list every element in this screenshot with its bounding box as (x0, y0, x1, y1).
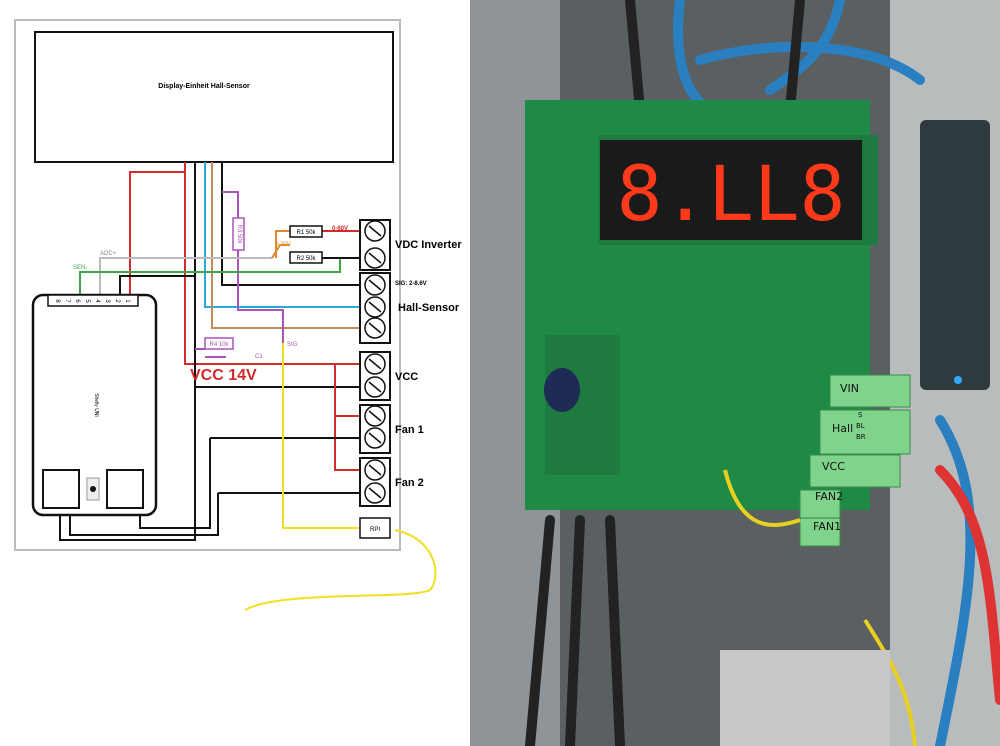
terminal-connector (809, 454, 901, 488)
screw-slot (368, 252, 382, 264)
hall-pin-bl: BL (856, 422, 865, 430)
resistor-r1: R1 50k (289, 225, 323, 238)
screw-slot (368, 301, 382, 313)
screw-slot (368, 358, 382, 370)
shelly-pin-label: 2 (114, 299, 120, 303)
resistor-r4: R4 10k (204, 337, 234, 350)
screw-slot (368, 225, 382, 237)
voltage-0-60-label: 0-60V (332, 226, 348, 232)
fan1-label: Fan 1 (395, 424, 424, 436)
shelly-pin-label: 1 (124, 299, 130, 303)
vcc-14v-label: VCC 14V (190, 367, 257, 384)
display-unit-box (34, 31, 394, 163)
screw-slot (368, 464, 382, 476)
shelly-pin-label: 6 (74, 299, 80, 303)
sig-label: SIG: (287, 342, 299, 348)
screw-slot (368, 322, 382, 334)
resistor-r2: R2 50k (289, 251, 323, 264)
svg-text:R4 10k: R4 10k (209, 342, 229, 348)
connector-label-fan2: FAN2 (815, 490, 843, 503)
screw-slot (368, 381, 382, 393)
svg-text:R1 50k: R1 50k (296, 230, 316, 236)
vcc-label: VCC (395, 371, 418, 383)
shelly-pin-header (47, 294, 139, 307)
resistor-r3: R3 50k (232, 217, 245, 251)
shelly-uni-label: Shelly UNI (93, 393, 99, 417)
connector-label-vin: VIN (840, 382, 859, 395)
sen-minus-label: SEN- (73, 265, 87, 271)
hall-sensor-label: Hall-Sensor (398, 302, 460, 314)
display-readout: 8.LL8 (617, 149, 846, 238)
terminal-connector (799, 517, 841, 547)
sig-range-label: SIG: 2-8.6V (395, 281, 427, 287)
screw-slot (368, 487, 382, 499)
vdc-inverter-label: VDC Inverter (395, 239, 462, 251)
terminal-connector (829, 374, 911, 408)
rpi-terminal (359, 517, 391, 539)
connector-label-vcc: VCC (822, 460, 845, 473)
capacitor-c1-label: C1 (255, 354, 263, 360)
screw-slot (368, 410, 382, 422)
shelly-pin-label: 8 (54, 299, 60, 303)
fan2-label: Fan 2 (395, 477, 424, 489)
voltage-0-30-label: 0-30V (275, 242, 291, 248)
connector-label-hall: Hall (832, 422, 853, 435)
svg-text:R3 50k: R3 50k (236, 224, 242, 244)
svg-text:R2 50k: R2 50k (296, 256, 316, 262)
shelly-pin-label: 5 (84, 299, 90, 303)
board-photo: 8.LL8 VIN Hall VCC FAN2 FAN1 S BL BR (470, 0, 1000, 746)
display-unit-title: Display-Einheit Hall-Sensor (158, 83, 250, 90)
screw-slot (368, 432, 382, 444)
shelly-pin-label: 3 (104, 299, 110, 303)
shelly-pin-label: 7 (64, 299, 70, 303)
screw-slot (368, 279, 382, 291)
hall-pin-br: BR (856, 433, 866, 441)
seven-segment-display (600, 140, 862, 240)
connector-label-fan1: FAN1 (813, 520, 841, 533)
adc-plus-label: ADC+ (100, 251, 117, 257)
wiring-diagram: Display-Einheit Hall-Sensor R1 50k R2 50… (14, 19, 462, 611)
terminal-connector (819, 409, 911, 455)
capacitor (544, 368, 580, 412)
terminal-connector (799, 489, 841, 519)
shelly-pin-label: 4 (94, 299, 100, 303)
rpi-label: RPI (370, 527, 380, 533)
power-supply (920, 120, 990, 390)
hall-pin-s: S (858, 411, 863, 419)
